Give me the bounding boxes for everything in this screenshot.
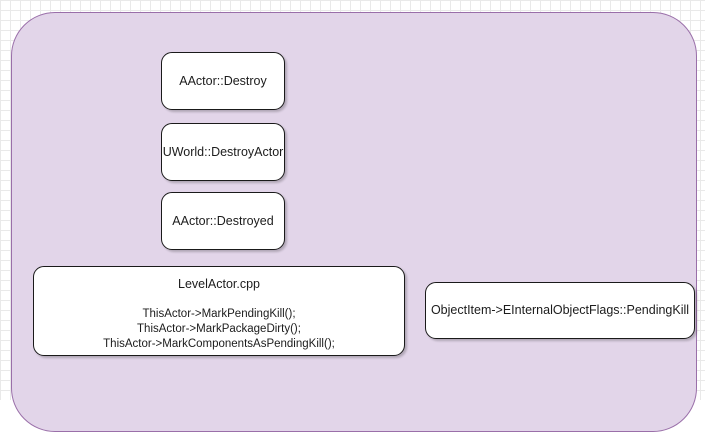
node-aactor-destroyed-label: AActor::Destroyed <box>172 213 274 228</box>
node-objectitem-pendingkill-flag[interactable]: ObjectItem->EInternalObjectFlags::Pendin… <box>425 282 695 339</box>
group-container-panel[interactable] <box>11 12 697 432</box>
node-aactor-destroy[interactable]: AActor::Destroy <box>161 52 285 110</box>
code-line: ThisActor->MarkPackageDirty(); <box>137 323 301 336</box>
node-objectitem-pendingkill-flag-label: ObjectItem->EInternalObjectFlags::Pendin… <box>430 303 690 318</box>
node-levelactor-cpp-code: ThisActor->MarkPendingKill(); ThisActor-… <box>103 307 335 353</box>
node-levelactor-cpp-title: LevelActor.cpp <box>178 277 260 291</box>
node-uworld-destroyactor[interactable]: UWorld::DestroyActor <box>161 123 285 181</box>
code-line: ThisActor->MarkPendingKill(); <box>142 307 296 320</box>
node-uworld-destroyactor-label: UWorld::DestroyActor <box>162 144 284 159</box>
node-levelactor-cpp[interactable]: LevelActor.cpp ThisActor->MarkPendingKil… <box>33 266 405 356</box>
node-aactor-destroy-label: AActor::Destroy <box>179 73 267 88</box>
node-aactor-destroyed[interactable]: AActor::Destroyed <box>161 192 285 250</box>
code-line: ThisActor->MarkComponentsAsPendingKill()… <box>103 338 335 351</box>
